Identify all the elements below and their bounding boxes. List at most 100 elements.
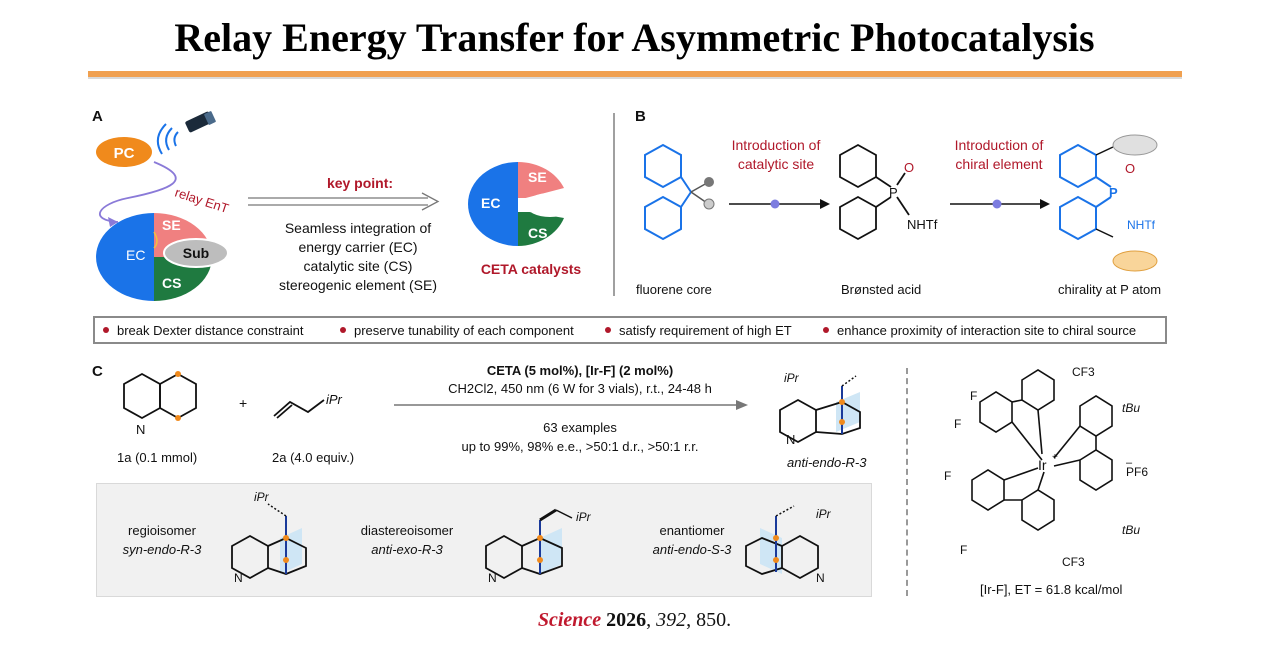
f-atom-2: F <box>954 417 961 431</box>
ec-label-b: EC <box>481 195 500 211</box>
cf3-bottom: CF3 <box>1062 555 1085 569</box>
key-point-text: Seamless integration of energy carrier (… <box>258 219 458 295</box>
product-label: anti-endo-R-3 <box>787 455 867 470</box>
key-line-4: stereogenic element (SE) <box>279 277 437 293</box>
bullet-3: satisfy requirement of high ET <box>605 323 792 338</box>
bullet-1: break Dexter distance constraint <box>103 323 303 338</box>
diastereoisomer-structure <box>485 508 573 580</box>
relay-label: relay EnT <box>173 185 231 216</box>
se-label-a: SE <box>162 217 181 233</box>
catalyst-label: [Ir-F], ET = 61.8 kcal/mol <box>980 582 1123 597</box>
key-point: key point: <box>326 175 394 191</box>
f-atom-4: F <box>960 543 967 557</box>
intro1-line1: Introduction of <box>731 137 821 153</box>
product-structure <box>779 375 861 444</box>
ipr-product: iPr <box>784 371 800 385</box>
ipr-regio: iPr <box>254 490 270 504</box>
ipr-diastereo: iPr <box>576 510 592 524</box>
f-atom-1: F <box>970 389 977 403</box>
key-line-1: Seamless integration of <box>284 220 432 236</box>
p-atom-2: P <box>1109 185 1118 200</box>
n-diastereo: N <box>488 571 497 585</box>
ceta-label: CETA catalysts <box>480 261 582 277</box>
isomer-enantio-name: enantiomer <box>659 523 725 538</box>
cf3-top: CF3 <box>1072 365 1095 379</box>
tbu-top: tBu <box>1122 401 1140 415</box>
intro1-line2: catalytic site <box>737 156 815 172</box>
page-title: Relay Energy Transfer for Asymmetric Pho… <box>174 15 1095 60</box>
isomer-diastereo-label: anti-exo-R-3 <box>371 542 443 557</box>
enantiomer-structure <box>745 505 819 580</box>
intro-chiral-element: Introduction of chiral element <box>937 136 1061 174</box>
o-atom-2: O <box>1125 161 1135 176</box>
isomer-regio-label: syn-endo-R-3 <box>122 542 202 557</box>
isomer-diastereo-name: diastereoisomer <box>360 523 454 538</box>
cs-label-b: CS <box>528 225 547 241</box>
bullet-1-text: break Dexter distance constraint <box>117 323 304 338</box>
isomer-enantio-label: anti-endo-S-3 <box>652 542 732 557</box>
cond-line-2: CH2Cl2, 450 nm (6 W for 3 vials), r.t., … <box>448 381 712 396</box>
svg-text:+: + <box>1052 452 1058 463</box>
citation-year: 2026 <box>606 609 647 631</box>
isomer-box <box>96 483 872 597</box>
intro2-line1: Introduction of <box>954 137 1044 153</box>
feature-bullets: break Dexter distance constraint preserv… <box>93 316 1167 344</box>
panel-b-graphic: P O NHTf P O NHTf <box>644 134 1158 272</box>
sub-label: Sub <box>183 245 209 261</box>
citation-journal: Science <box>537 609 602 631</box>
ir-atom: Ir <box>1038 457 1047 473</box>
key-line-3: catalytic site (CS) <box>303 258 413 274</box>
bullet-2-text: preserve tunability of each component <box>354 323 574 338</box>
nhtf-1: NHTf <box>907 217 938 232</box>
n-atom-quinoline: N <box>136 422 145 437</box>
panel-c-label: C <box>92 363 103 380</box>
reaction-scope: 63 examples up to 99%, 98% e.e., >50:1 d… <box>420 418 740 456</box>
panel-a-label: A <box>92 108 103 125</box>
citation: Science 2026, 392, 850. <box>537 609 732 631</box>
n-atom-product: N <box>786 432 795 447</box>
panel-a-graphic: PC relay EnT EC SE CS Sub EC SE CS <box>96 111 574 301</box>
intro2-line2: chiral element <box>955 156 1043 172</box>
ceta-catalyst-left <box>96 213 229 301</box>
bullet-4: enhance proximity of interaction site to… <box>823 323 1136 338</box>
isomer-regio: regioisomer syn-endo-R-3 <box>112 521 212 559</box>
isomer-regio-name: regioisomer <box>128 523 196 538</box>
intro-catalytic-site: Introduction of catalytic site <box>714 136 838 174</box>
key-line-2: energy carrier (EC) <box>298 239 418 255</box>
ipr-reagent: iPr <box>326 392 343 407</box>
se-label-b: SE <box>528 169 547 185</box>
bullet-4-text: enhance proximity of interaction site to… <box>837 323 1137 338</box>
substrate-1-label: 1a (0.1 mmol) <box>117 450 198 465</box>
citation-volume: 392 <box>656 609 687 631</box>
panel-c-reaction: N + iPr iPr N <box>123 371 861 447</box>
pc-label: PC <box>114 145 135 162</box>
isomer-diastereo: diastereoisomer anti-exo-R-3 <box>352 521 462 559</box>
isomer-enantio: enantiomer anti-endo-S-3 <box>642 521 742 559</box>
f-atom-3: F <box>944 469 951 483</box>
catalyst-divider <box>906 368 908 596</box>
isomer-structures: iPr N iPr N iPr N <box>231 490 832 585</box>
bullet-2: preserve tunability of each component <box>340 323 574 338</box>
bullet-3-text: satisfy requirement of high ET <box>619 323 792 338</box>
fluorene-structure <box>644 143 692 241</box>
bronsted-acid-structure <box>839 143 910 241</box>
panel-b-label: B <box>635 108 646 125</box>
nhtf-2: NHTf <box>1127 218 1156 232</box>
bronsted-label: Brønsted acid <box>841 282 922 297</box>
panel-divider <box>613 113 615 296</box>
plus-sign: + <box>239 395 247 411</box>
fluorene-label: fluorene core <box>636 282 712 297</box>
chirality-label: chirality at P atom <box>1058 282 1162 297</box>
cs-label-a: CS <box>162 275 181 291</box>
quinoline-structure <box>123 372 197 420</box>
pc-node <box>96 137 152 167</box>
o-atom-1: O <box>904 160 914 175</box>
pf6-counterion: PF6 <box>1126 465 1148 479</box>
ec-label-a: EC <box>126 247 145 263</box>
p-atom-1: P <box>889 185 898 200</box>
regioisomer-structure <box>231 503 307 580</box>
tbu-bottom: tBu <box>1122 523 1140 537</box>
ir-catalyst-structure: Ir + F F F F CF3 CF3 tBu tBu – PF6 <box>944 365 1148 569</box>
n-regio: N <box>234 571 243 585</box>
reaction-conditions: CETA (5 mol%), [Ir-F] (2 mol%) CH2Cl2, 4… <box>420 362 740 398</box>
